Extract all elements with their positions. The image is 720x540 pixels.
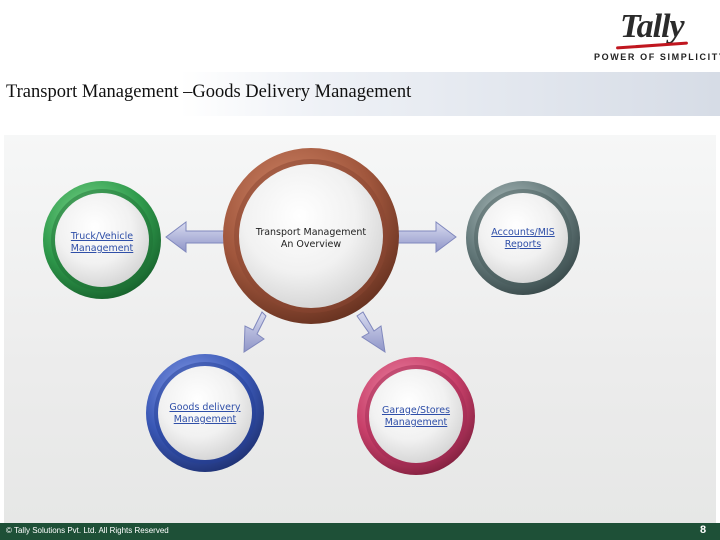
center-node-label: Transport Management An Overview [246, 227, 376, 251]
garage-stores-link[interactable]: Garage/Stores Management [366, 405, 466, 429]
logo-wordmark: Tally [620, 8, 685, 45]
center-label-line1: Transport Management [255, 227, 367, 238]
garage-node [357, 357, 475, 475]
truck-label-line2: Management [70, 243, 134, 254]
arrow-down-right [356, 311, 386, 354]
accounts-label-line2: Reports [504, 239, 542, 250]
goods-node [146, 354, 264, 472]
arrow-right [391, 221, 457, 253]
arrow-down-left [243, 311, 267, 353]
goods-delivery-link[interactable]: Goods delivery Management [155, 402, 255, 426]
footer-bar [0, 523, 720, 540]
center-node [223, 148, 399, 324]
logo-tagline: POWER OF SIMPLICITY [594, 52, 720, 62]
accounts-node [466, 181, 580, 295]
tally-logo: Tally POWER OF SIMPLICITY [592, 6, 720, 66]
garage-label-line2: Management [384, 417, 448, 428]
truck-node [43, 181, 161, 299]
accounts-mis-link[interactable]: Accounts/MIS Reports [473, 227, 573, 251]
page-number: 8 [700, 524, 707, 536]
goods-label-line2: Management [173, 414, 237, 425]
arrow-left [165, 221, 231, 253]
garage-label-line1: Garage/Stores [381, 405, 451, 416]
accounts-label-line1: Accounts/MIS [491, 227, 555, 238]
copyright-text: © Tally Solutions Pvt. Ltd. All Rights R… [6, 526, 169, 535]
truck-vehicle-link[interactable]: Truck/Vehicle Management [52, 231, 152, 255]
goods-label-line1: Goods delivery [169, 402, 241, 413]
slide-title: Transport Management –Goods Delivery Man… [6, 82, 412, 102]
title-band [0, 72, 720, 116]
center-label-line2: An Overview [280, 239, 342, 250]
truck-label-line1: Truck/Vehicle [70, 231, 134, 242]
